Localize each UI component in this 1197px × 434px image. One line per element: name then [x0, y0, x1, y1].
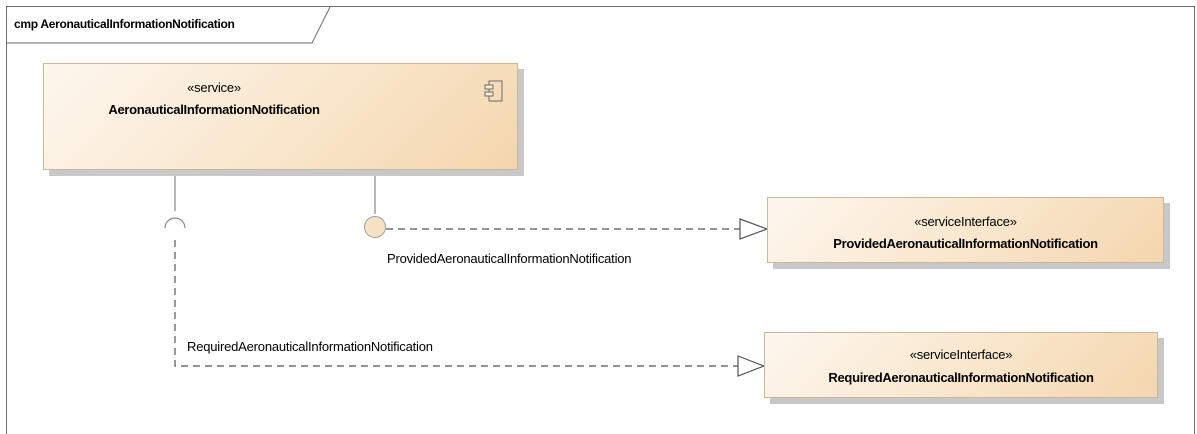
provided-interface-name: ProvidedAeronauticalInformationNotificat…	[833, 236, 1098, 251]
diagram-frame	[6, 6, 1195, 434]
required-dependency-arrowhead	[737, 355, 766, 377]
required-port-socket[interactable]	[164, 217, 186, 229]
provided-port-ball[interactable]	[364, 216, 386, 238]
provided-interface-stereotype: «serviceInterface»	[914, 214, 1017, 229]
required-dependency-line[interactable]	[174, 240, 740, 367]
component-icon	[484, 80, 503, 102]
provided-port-label: ProvidedAeronauticalInformationNotificat…	[387, 251, 632, 266]
required-interface-stereotype: «serviceInterface»	[909, 347, 1013, 362]
component-name: AeronauticalInformationNotification	[108, 102, 320, 117]
required-port-label: RequiredAeronauticalInformationNotificat…	[187, 339, 433, 354]
required-interface-name: RequiredAeronauticalInformationNotificat…	[828, 370, 1094, 385]
frame-title: cmp AeronauticalInformationNotification	[14, 17, 235, 31]
component-stereotype: «service»	[187, 80, 241, 95]
service-component[interactable]: «service» AeronauticalInformationNotific…	[43, 63, 518, 170]
provided-service-interface[interactable]: «serviceInterface» ProvidedAeronauticalI…	[767, 197, 1164, 263]
frame-title-tab	[7, 6, 331, 44]
provided-dependency-arrowhead	[739, 218, 769, 240]
required-service-interface[interactable]: «serviceInterface» RequiredAeronauticalI…	[764, 332, 1158, 398]
